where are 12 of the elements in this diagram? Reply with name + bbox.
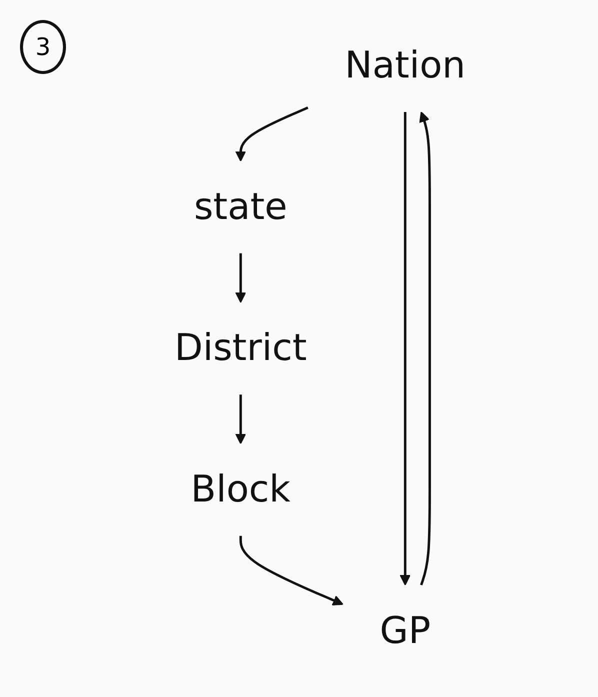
node-text: District — [174, 327, 307, 370]
arrow — [400, 112, 411, 586]
node-text: state — [194, 186, 288, 229]
circled-number: 3 — [20, 20, 66, 74]
node-text: Nation — [344, 44, 466, 88]
node-text: Block — [190, 468, 291, 512]
arrow — [235, 253, 246, 303]
arrow — [235, 106, 308, 162]
arrow — [419, 112, 431, 586]
node-text: GP — [380, 610, 431, 653]
arrow — [239, 536, 344, 606]
arrow — [235, 394, 246, 444]
